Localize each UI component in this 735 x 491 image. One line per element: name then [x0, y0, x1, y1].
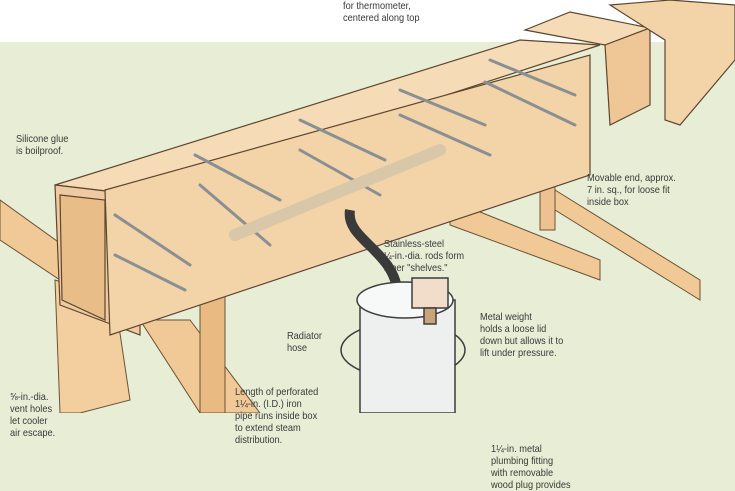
radiator-hose: [344, 209, 403, 296]
perforated-pipe: [229, 144, 446, 241]
metal-weight: [411, 277, 449, 309]
label-movable-end: Movable end, approx. 7 in. sq., for loos…: [587, 172, 676, 208]
label-metal-weight: Metal weight holds a loose lid down but …: [480, 311, 564, 359]
label-silicone-glue: Silicone glue is boilproof.: [16, 133, 69, 157]
steam-box: [54, 39, 601, 336]
movable-end-cap: [522, 0, 735, 126]
steam-pot: [340, 277, 466, 413]
label-radiator-hose: Radiator hose: [287, 330, 322, 354]
steel-rods: [113, 58, 577, 292]
label-steel-rods: Stainless-steel ¼-in.-dia. rods form inn…: [384, 238, 465, 274]
label-thermometer: for thermometer, centered along top: [343, 0, 420, 24]
wood-plug: [423, 307, 437, 325]
label-plumbing-fitting: 1¼-in. metal plumbing fitting with remov…: [491, 443, 571, 491]
steam-box-illustration: [0, 0, 735, 413]
label-perforated-pipe: Length of perforated 1¼-in. (I.D.) iron …: [235, 386, 319, 446]
label-vent-holes: ⅝-in.-dia. vent holes let cooler air esc…: [10, 391, 56, 439]
